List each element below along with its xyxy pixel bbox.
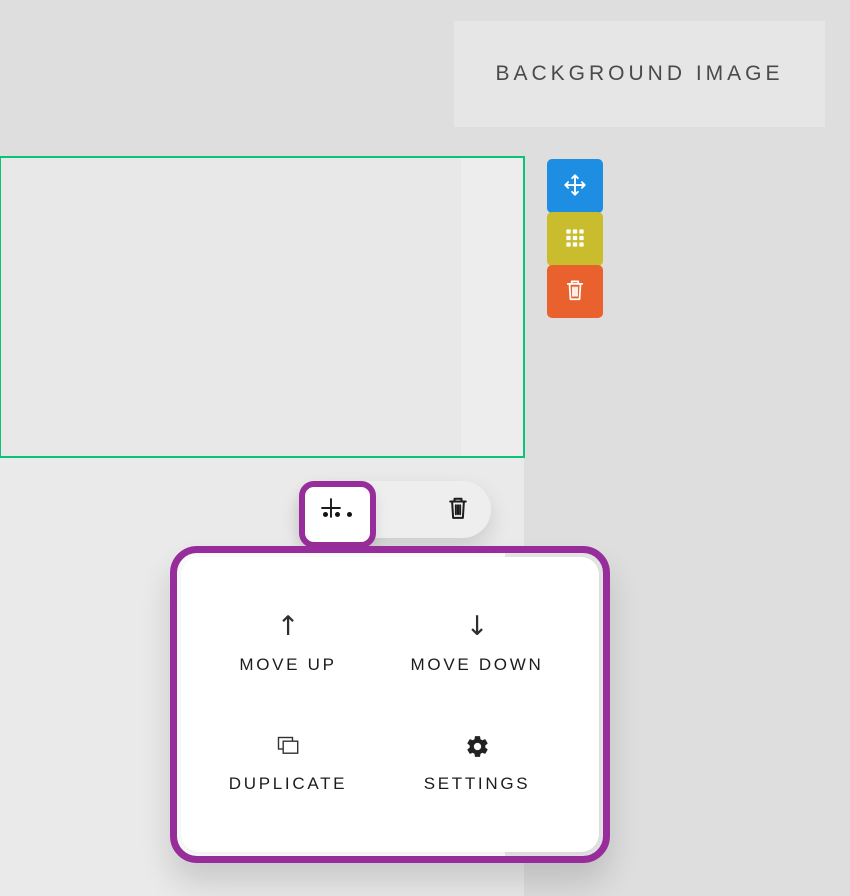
menu-item-label: SETTINGS bbox=[423, 774, 531, 793]
more-options-button[interactable] bbox=[299, 481, 376, 548]
selected-section-outline[interactable] bbox=[0, 156, 525, 458]
ellipsis-icon bbox=[323, 499, 352, 531]
move-section-button[interactable] bbox=[547, 159, 603, 213]
menu-item-settings[interactable]: SETTINGS bbox=[387, 730, 567, 794]
menu-item-move-up[interactable]: ↑ MOVE UP bbox=[198, 611, 378, 675]
menu-item-label: MOVE DOWN bbox=[410, 655, 544, 674]
menu-item-label: DUPLICATE bbox=[228, 774, 348, 793]
block-actions-menu: ↑ MOVE UP ↓ MOVE DOWN DUPLICATE bbox=[170, 546, 610, 863]
menu-item-label: MOVE UP bbox=[239, 655, 337, 674]
trash-icon bbox=[561, 276, 589, 307]
block-toolbar bbox=[299, 481, 491, 548]
reorder-section-button[interactable] bbox=[547, 212, 603, 266]
menu-item-duplicate[interactable]: DUPLICATE bbox=[198, 730, 378, 794]
section-controls bbox=[547, 159, 603, 318]
grid-icon bbox=[562, 225, 588, 254]
menu-item-move-down[interactable]: ↓ MOVE DOWN bbox=[387, 611, 567, 675]
arrow-down-icon: ↓ bbox=[465, 611, 489, 642]
delete-section-button[interactable] bbox=[547, 265, 603, 318]
background-image-panel: BACKGROUND IMAGE bbox=[454, 21, 825, 127]
delete-block-button[interactable] bbox=[440, 481, 476, 538]
duplicate-icon bbox=[275, 730, 302, 762]
section-inner-strip bbox=[461, 158, 523, 456]
trash-icon bbox=[443, 493, 473, 526]
background-image-label: BACKGROUND IMAGE bbox=[495, 62, 784, 85]
arrow-up-icon: ↑ bbox=[276, 611, 300, 642]
add-block-button[interactable] bbox=[314, 481, 348, 538]
move-icon bbox=[560, 170, 590, 203]
block-actions-menu-card: ↑ MOVE UP ↓ MOVE DOWN DUPLICATE bbox=[181, 557, 599, 852]
plus-icon bbox=[316, 493, 346, 526]
settings-icon bbox=[465, 730, 490, 762]
